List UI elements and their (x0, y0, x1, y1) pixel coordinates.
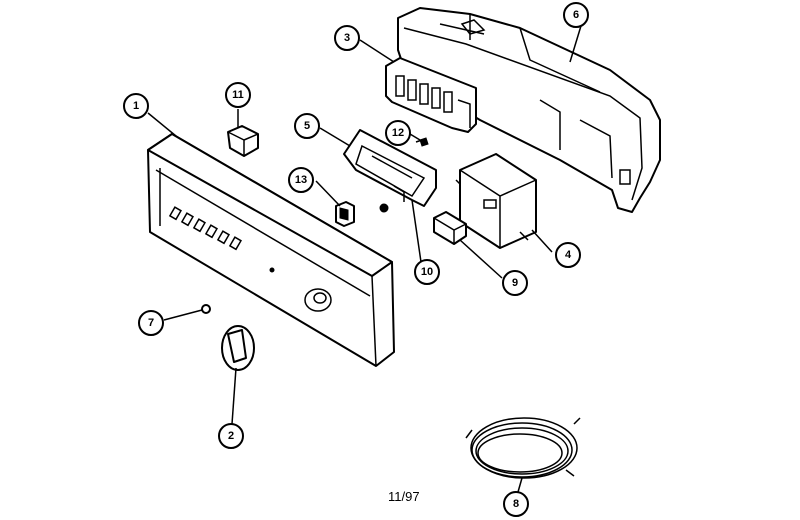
svg-text:10: 10 (421, 266, 433, 278)
timer-knob-part (221, 325, 255, 371)
svg-text:8: 8 (513, 498, 519, 510)
door-switch-part (433, 211, 467, 245)
screw-part (415, 137, 429, 147)
svg-text:7: 7 (148, 317, 154, 329)
svg-text:5: 5 (304, 120, 310, 132)
callout-2: 2 (218, 423, 244, 449)
callout-8: 8 (503, 491, 529, 517)
callout-12: 12 (385, 120, 411, 146)
callout-6: 6 (563, 2, 589, 28)
date-code: 11/97 (388, 489, 420, 504)
svg-text:9: 9 (512, 277, 518, 289)
callout-10: 10 (414, 259, 440, 285)
svg-text:2: 2 (228, 430, 234, 442)
callout-5: 5 (294, 113, 320, 139)
svg-text:1: 1 (133, 100, 139, 112)
clip-part (227, 125, 259, 157)
svg-text:6: 6 (573, 9, 579, 21)
callout-1: 1 (123, 93, 149, 119)
svg-text:12: 12 (392, 127, 404, 139)
svg-text:4: 4 (565, 249, 572, 261)
button-part (201, 304, 211, 314)
latch-bracket-part (343, 129, 437, 213)
switch-block-part (385, 57, 477, 133)
timer-part (455, 153, 537, 249)
svg-text:13: 13 (295, 174, 307, 186)
callout-11: 11 (225, 82, 251, 108)
svg-text:3: 3 (344, 32, 350, 44)
callout-13: 13 (288, 167, 314, 193)
wire-harness-part (465, 417, 581, 479)
control-panel-part (147, 133, 395, 367)
callout-4: 4 (555, 242, 581, 268)
callout-9: 9 (502, 270, 528, 296)
callout-3: 3 (334, 25, 360, 51)
callout-7: 7 (138, 310, 164, 336)
svg-text:11: 11 (232, 89, 244, 101)
small-block-part (335, 201, 355, 227)
